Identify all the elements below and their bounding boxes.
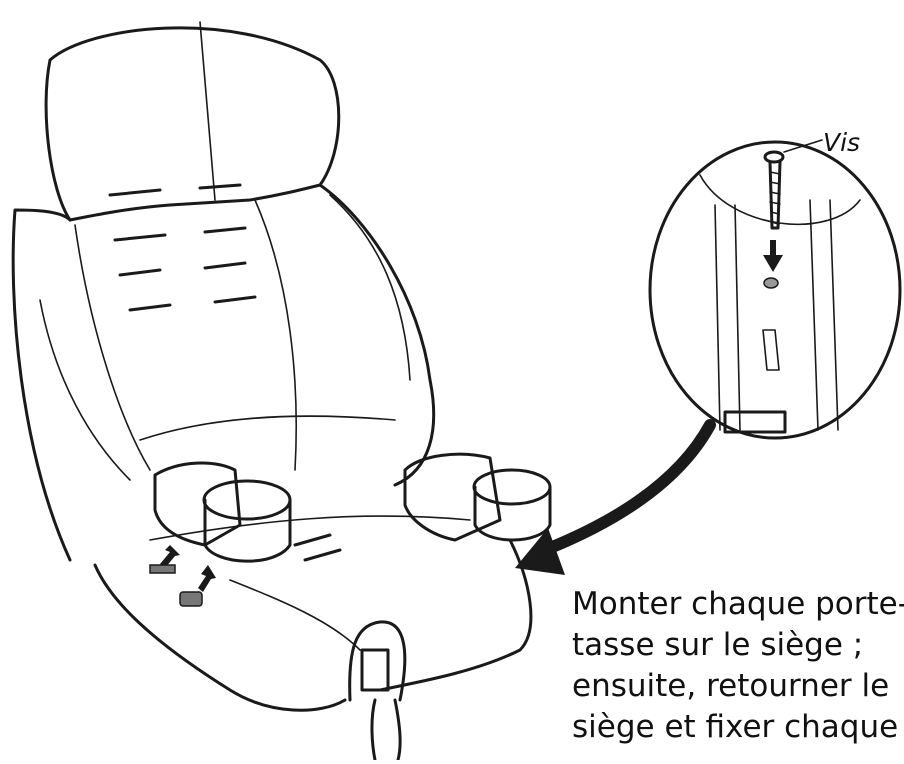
seat-backrest	[11, 183, 436, 562]
curved-arrow-icon	[515, 419, 716, 575]
down-arrow-icon	[149, 545, 180, 574]
seat-headrest	[44, 21, 341, 222]
caption-line: Monter chaque porte-	[572, 586, 904, 622]
instruction-caption: Monter chaque porte- tasse sur le siège …	[572, 584, 904, 760]
detail-inset	[648, 140, 902, 440]
backrest-vent-marks	[108, 183, 257, 312]
screw-label: Vis	[823, 128, 861, 157]
cup-holder-right	[403, 452, 552, 542]
seat-belt-strap	[348, 620, 407, 762]
caption-line: ensuite, retourner le	[572, 668, 890, 704]
cup-holder-left	[153, 461, 292, 563]
down-arrow-icon	[179, 565, 216, 607]
caption-line: tasse sur le siège ;	[572, 627, 864, 663]
seat-base	[93, 515, 533, 712]
caption-line: siège et fixer chaque	[572, 709, 899, 745]
screw-icon	[763, 139, 823, 230]
inset-down-arrow-icon	[763, 240, 783, 272]
